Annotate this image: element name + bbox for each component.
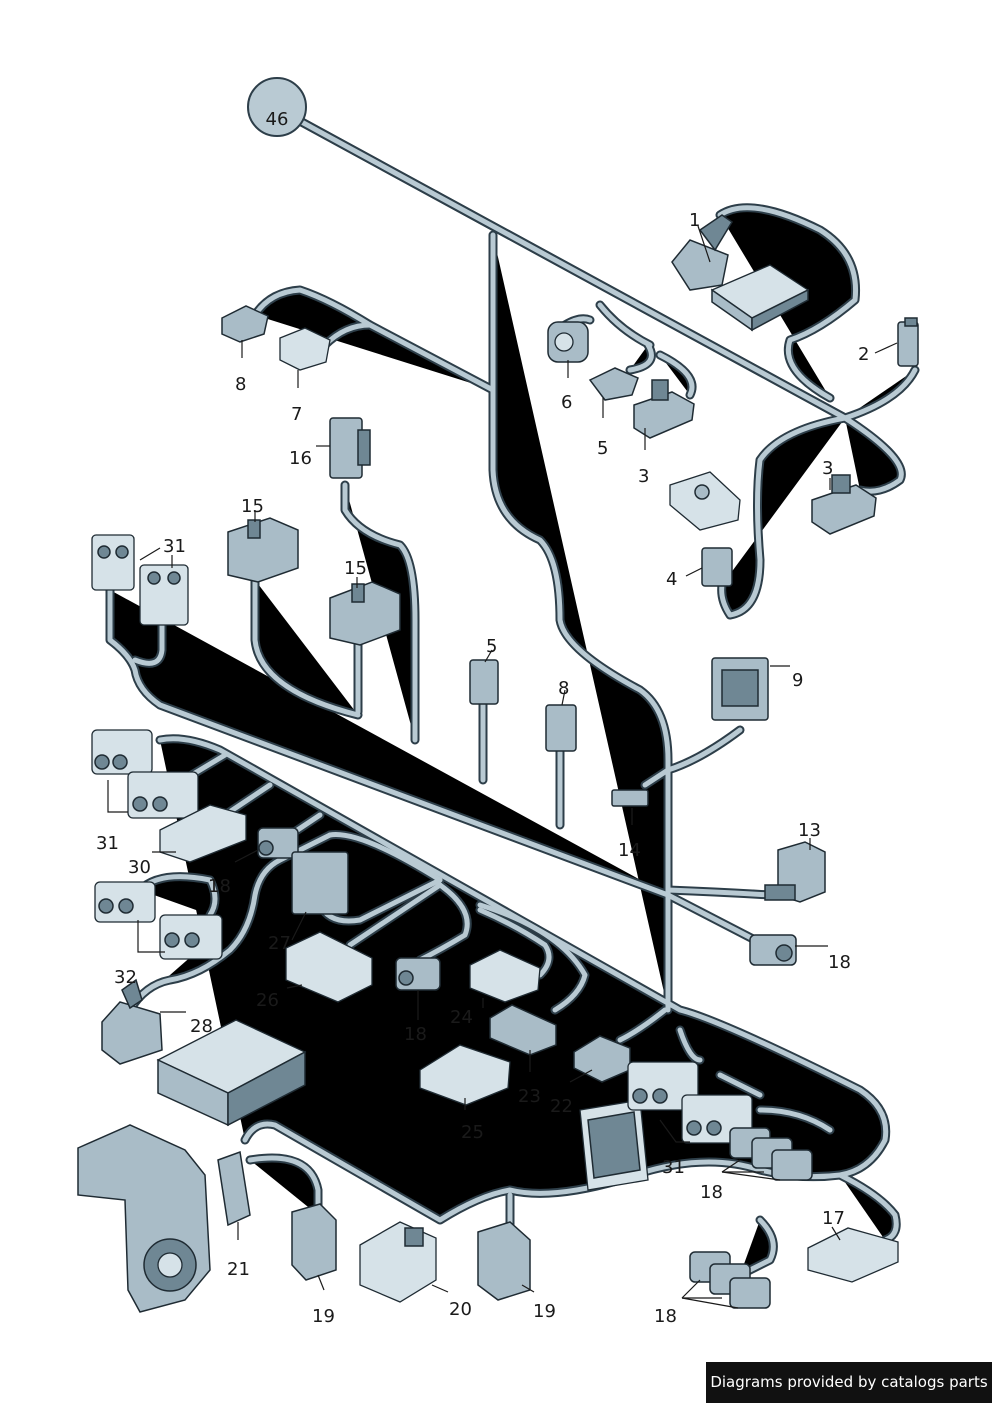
- part-17-connector: [807, 1227, 899, 1283]
- part-display-unit: [579, 1099, 649, 1191]
- part-26-connector: [285, 931, 373, 1003]
- part-3-connector-right: [811, 474, 877, 535]
- callout-15-right: 15: [344, 558, 367, 579]
- callout-20: 20: [449, 1299, 472, 1320]
- part-23-connector: [489, 1004, 557, 1056]
- callout-8-top: 8: [235, 374, 246, 395]
- callout-labels: 1 2 3 3 4 5 5 6 7 8 8 9 13 14 15 15 16 1…: [96, 210, 869, 1327]
- part-31-connector-left-b: [127, 771, 199, 819]
- callout-18-cluster-upper: 18: [700, 1182, 723, 1203]
- callout-17: 17: [822, 1208, 845, 1229]
- part-32-connector: [121, 978, 143, 1010]
- callout-31-right: 31: [662, 1157, 685, 1178]
- part-31-connector-left-a: [91, 729, 153, 775]
- part-31-connector-top-b: [139, 564, 189, 626]
- callout-6: 6: [561, 392, 572, 413]
- callout-18-cluster-lower: 18: [654, 1306, 677, 1327]
- callout-4: 4: [666, 569, 677, 590]
- callout-7: 7: [291, 404, 302, 425]
- part-13-connector: [764, 841, 826, 903]
- callout-5-top: 5: [597, 438, 608, 459]
- part-3-connector-top: [633, 379, 695, 439]
- callout-25: 25: [461, 1122, 484, 1143]
- part-5-connector-top: [588, 367, 639, 401]
- part-6-round-connector: [547, 321, 589, 363]
- part-24-connector: [469, 949, 541, 1003]
- callout-23: 23: [518, 1086, 541, 1107]
- part-31-connector-top-a: [91, 534, 135, 591]
- callout-9: 9: [792, 670, 803, 691]
- callout-21: 21: [227, 1259, 250, 1280]
- part-8-connector-mid: [545, 704, 577, 752]
- callout-18-mid: 18: [404, 1024, 427, 1045]
- part-31-connector-right-b: [681, 1094, 753, 1144]
- part-25-connector: [419, 1044, 511, 1106]
- callout-16: 16: [289, 448, 312, 469]
- callout-31-top: 31: [163, 536, 186, 557]
- callout-15-left: 15: [241, 496, 264, 517]
- callout-5-mid: 5: [486, 636, 497, 657]
- callout-24: 24: [450, 1007, 473, 1028]
- callout-30: 30: [128, 857, 151, 878]
- callout-14: 14: [618, 840, 641, 861]
- part-8-connector-top: [221, 305, 269, 343]
- callout-27: 27: [268, 933, 291, 954]
- part-20-connector: [359, 1221, 437, 1303]
- leader-lines: [107, 225, 898, 1309]
- part-15-connector-left: [227, 517, 299, 583]
- part-27-connector: [291, 851, 349, 915]
- part-5-connector-mid: [469, 659, 499, 705]
- part-31-connector-right-a: [627, 1061, 699, 1111]
- credit-banner: Diagrams provided by catalogs parts: [706, 1362, 992, 1403]
- callout-26: 26: [256, 990, 279, 1011]
- part-control-module: [156, 1019, 307, 1127]
- part-30-connector-a: [94, 881, 156, 923]
- callout-1: 1: [689, 210, 700, 231]
- callout-18-left: 18: [208, 876, 231, 897]
- callout-28: 28: [190, 1016, 213, 1037]
- part-18-connector-cluster-upper: [729, 1127, 813, 1181]
- part-15-connector-right: [329, 581, 401, 646]
- part-28-connector: [101, 1001, 163, 1065]
- callout-22: 22: [550, 1096, 573, 1117]
- part-2-connector: [897, 317, 919, 367]
- callout-2: 2: [858, 344, 869, 365]
- part-21-connector: [217, 1150, 251, 1227]
- callout-46: 46: [266, 109, 289, 130]
- part-18-connector-mid: [395, 957, 441, 991]
- part-9-socket: [711, 657, 769, 721]
- part-7-connector: [279, 327, 331, 371]
- callout-13: 13: [798, 820, 821, 841]
- callout-18-right: 18: [828, 952, 851, 973]
- callout-3-top: 3: [638, 466, 649, 487]
- part-18-connector-right: [749, 934, 797, 966]
- part-18-connector-cluster-lower: [689, 1251, 771, 1309]
- part-30-connector-b: [159, 914, 223, 960]
- main-ref-circle: 46: [247, 77, 307, 137]
- callout-3-right: 3: [822, 458, 833, 479]
- part-19-connector-left: [291, 1203, 337, 1281]
- part-18-connector-left: [257, 827, 299, 859]
- callout-19-right: 19: [533, 1301, 556, 1322]
- part-speaker-housing: [77, 1124, 211, 1313]
- part-4-connector: [701, 547, 733, 587]
- part-16-connector: [329, 417, 371, 479]
- part-1-plug: [671, 214, 734, 291]
- part-switch-housing: [669, 471, 741, 531]
- callout-8-mid: 8: [558, 678, 569, 699]
- callout-32: 32: [114, 967, 137, 988]
- part-19-connector-right: [477, 1221, 531, 1301]
- callout-19-left: 19: [312, 1306, 335, 1327]
- part-1-control-unit: [710, 264, 810, 332]
- part-14-connector: [611, 789, 649, 807]
- callout-31-left: 31: [96, 833, 119, 854]
